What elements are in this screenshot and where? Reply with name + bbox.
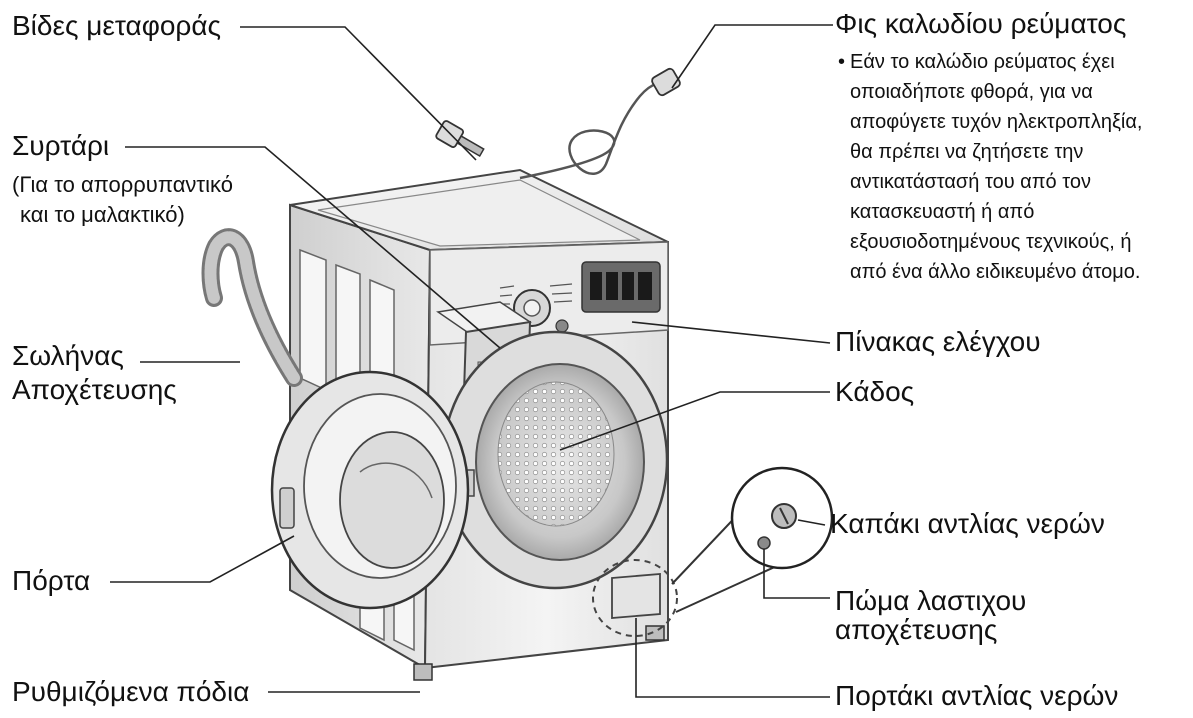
display-segment	[638, 272, 652, 300]
display-segment	[622, 272, 634, 300]
label-drawer-sub-2: και το μαλακτικό)	[20, 202, 185, 227]
label-rubber-plug-1: Πώμα λαστιχου	[835, 585, 1027, 616]
leader-transport-bolts	[240, 26, 477, 161]
door-glass-highlight	[359, 462, 433, 499]
leader-drum	[559, 391, 830, 451]
adjustable-foot	[413, 663, 433, 681]
side-slot	[299, 248, 327, 392]
power-cord-warning: •Εάν το καλώδιο ρεύματος έχει οποιαδήποτ…	[838, 47, 1142, 287]
drain-hose-highlight	[204, 231, 300, 384]
label-drawer: Συρτάρι	[12, 130, 110, 161]
label-drum: Κάδος	[835, 376, 915, 407]
warning-line-6: κατασκευαστή ή από	[850, 201, 1035, 223]
display-segment	[590, 272, 602, 300]
pump-zoom-detail	[671, 466, 834, 613]
pump-door-graphic	[611, 573, 661, 619]
bullet-icon: •	[838, 51, 846, 73]
label-drain-hose-1: Σωλήνας	[12, 340, 124, 371]
leader-pump-cap	[797, 519, 826, 526]
label-pump-door: Πορτάκι αντλίας νερών	[835, 680, 1119, 711]
leader-rubber-plug	[763, 549, 830, 599]
program-dial-center	[523, 299, 541, 317]
leader-control-panel	[631, 321, 831, 344]
rubber-plug-graphic	[757, 536, 771, 550]
top-inset	[317, 179, 641, 247]
power-cord	[519, 80, 677, 180]
display-segment	[606, 272, 618, 300]
open-door	[270, 370, 470, 610]
leader-door	[110, 535, 295, 583]
leader-drawer	[125, 146, 501, 349]
label-transport-bolts: Βίδες μεταφοράς	[12, 10, 222, 41]
warning-line-7: εξουσιοδοτημένους τεχνικούς, ή	[850, 231, 1132, 253]
label-rubber-plug-2: αποχέτευσης	[835, 614, 998, 645]
leader-pump-door	[635, 618, 830, 698]
warning-line-4: θα πρέπει να ζητήσετε την	[850, 141, 1084, 163]
drum-perforation	[497, 381, 615, 527]
label-pump-cap: Καπάκι αντλίας νερών	[830, 508, 1105, 539]
label-door: Πόρτα	[12, 565, 91, 596]
warning-line-5: αντικατάστασή του από τον	[850, 171, 1091, 193]
control-panel-graphic	[498, 261, 661, 333]
label-drawer-sub-1: (Για το απορρυπαντικό	[12, 172, 233, 197]
leader-power-plug	[671, 24, 833, 89]
warning-line-2: οποιαδήποτε φθορά, για να	[850, 81, 1093, 103]
label-control-panel: Πίνακας ελέγχου	[835, 326, 1041, 357]
label-power-plug: Φις καλωδίου ρεύματος	[835, 8, 1127, 39]
label-drain-hose-2: Αποχέτευσης	[12, 374, 177, 405]
door-handle	[279, 487, 295, 529]
leader-lines	[110, 24, 833, 698]
door-glass	[339, 431, 445, 569]
warning-line-1: •Εάν το καλώδιο ρεύματος έχει	[838, 47, 1142, 77]
label-adjustable-feet: Ρυθμιζόμενα πόδια	[12, 676, 250, 707]
drum-assembly	[441, 330, 669, 590]
warning-line-3: αποφύγετε τυχόν ηλεκτροπληξία,	[850, 111, 1143, 133]
power-button	[555, 319, 569, 333]
pump-zoom-dashed	[592, 559, 678, 637]
warning-line-8: από ένα άλλο ειδικευμένο άτομο.	[850, 261, 1141, 283]
power-plug-graphic	[651, 67, 681, 97]
